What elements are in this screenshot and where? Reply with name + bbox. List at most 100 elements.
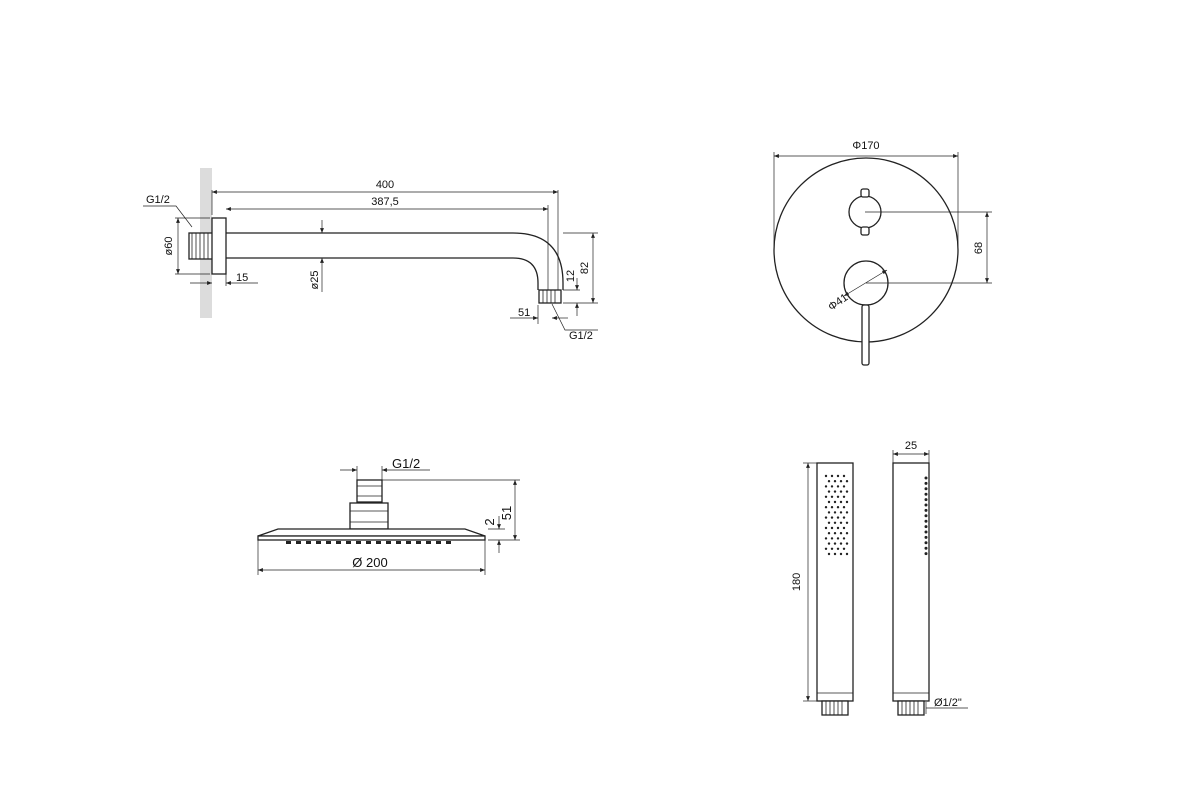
dim-head-height-label: 51 xyxy=(499,506,514,520)
hand-shower-drawing: 180 25 Ø1/2" xyxy=(791,440,968,716)
side-nozzle-dot xyxy=(924,546,928,550)
nozzle-dot xyxy=(827,480,831,483)
nozzle-dot xyxy=(830,485,834,488)
side-nozzle-dot xyxy=(924,492,928,496)
nozzle-dot xyxy=(830,495,834,498)
nozzle-dot xyxy=(836,485,840,488)
nozzle-dot xyxy=(833,490,837,493)
nozzle-dot xyxy=(833,552,837,556)
end-thread xyxy=(538,289,562,304)
hand-shower-side-nozzles xyxy=(924,476,928,556)
rain-head-drawing: G1/2 51 2 Ø 200 xyxy=(257,456,520,575)
dim-51-label: 51 xyxy=(518,307,530,319)
dim-handle-line xyxy=(843,269,888,297)
dim-flange-label: ø60 xyxy=(163,237,175,256)
nozzle-dot xyxy=(830,506,834,509)
nozzle-dot xyxy=(830,474,834,478)
side-nozzle-dot xyxy=(924,525,928,529)
dim-hand-length-label: 180 xyxy=(791,573,803,591)
nozzle-dot xyxy=(827,552,831,556)
nozzle-dot xyxy=(833,521,837,524)
hand-shower-side-thread xyxy=(897,700,925,716)
arm-pipe-top xyxy=(226,232,564,290)
dim-hand-width-label: 25 xyxy=(905,440,917,452)
nozzle-dot xyxy=(842,485,846,488)
nozzle-dot xyxy=(836,506,840,509)
nozzle-dot xyxy=(839,500,843,504)
side-nozzle-dot xyxy=(924,481,928,485)
shower-arm-drawing: 400 387,5 G1/2 ø60 15 ø25 12 82 xyxy=(143,168,598,342)
diverter-tab-top xyxy=(860,188,870,198)
nozzle-dot xyxy=(830,516,834,519)
side-nozzle-dot xyxy=(924,503,928,507)
nozzle-dot xyxy=(839,511,843,514)
side-nozzle-dot xyxy=(924,476,928,480)
nozzle-dot xyxy=(830,547,834,550)
nozzle-dot xyxy=(830,537,834,540)
side-nozzle-dot xyxy=(924,487,928,491)
dim-400-label: 400 xyxy=(376,179,394,191)
side-nozzle-dot xyxy=(924,530,928,534)
nozzle-dot xyxy=(845,532,849,535)
thread-wall-leader xyxy=(143,205,193,228)
hand-shower-front xyxy=(816,462,854,702)
side-nozzle-dot xyxy=(924,498,928,502)
nozzle-dot xyxy=(845,552,849,556)
nozzle-dot xyxy=(836,516,840,519)
nozzle-dot xyxy=(824,526,828,530)
nozzle-dot xyxy=(824,516,828,519)
nozzle-dot xyxy=(842,547,846,550)
nozzle-dot xyxy=(827,500,831,504)
head-body xyxy=(349,502,389,530)
nozzle-dot xyxy=(836,537,840,540)
nozzle-dot xyxy=(833,532,837,535)
head-face xyxy=(257,535,486,541)
nozzle-dot xyxy=(833,511,837,514)
hand-thread-label: Ø1/2" xyxy=(934,697,962,709)
dim-head-thickness-label: 2 xyxy=(482,518,497,525)
nozzle-dot xyxy=(842,474,846,478)
nozzle-dot xyxy=(845,521,849,524)
nozzle-dot xyxy=(824,547,828,550)
nozzle-dot xyxy=(845,511,849,514)
dim-15-label: 15 xyxy=(236,272,248,284)
nozzle-dot xyxy=(845,490,849,493)
nozzle-dot xyxy=(827,532,831,535)
dim-plate-label: Φ170 xyxy=(852,140,879,152)
head-top-plate xyxy=(257,528,486,537)
nozzle-dot xyxy=(845,480,849,483)
dim-82-label: 82 xyxy=(579,262,591,274)
thread-wall-label: G1/2 xyxy=(146,194,170,206)
nozzle-dot xyxy=(827,511,831,514)
head-thread-label: G1/2 xyxy=(392,456,420,471)
nozzle-dot xyxy=(833,500,837,504)
diverter-tab-bottom xyxy=(860,226,870,236)
nozzle-dot xyxy=(845,542,849,545)
arm-pipe-bottom xyxy=(226,257,539,290)
nozzle-dot xyxy=(839,480,843,483)
nozzle-dot xyxy=(842,506,846,509)
head-nut xyxy=(356,479,383,503)
hand-shower-front-thread xyxy=(821,700,849,716)
nozzle-dot xyxy=(845,500,849,504)
mixer-plate-drawing: Φ170 68 Φ41 xyxy=(773,140,992,366)
nozzle-dot xyxy=(839,490,843,493)
nozzle-dot xyxy=(842,537,846,540)
thread-end-label: G1/2 xyxy=(569,330,593,342)
mixer-lever xyxy=(861,304,870,366)
nozzle-dot xyxy=(830,526,834,530)
nozzle-dot xyxy=(836,495,840,498)
nozzle-dot xyxy=(833,542,837,545)
side-nozzle-dot xyxy=(924,552,928,556)
thread-end-leader xyxy=(551,303,598,331)
nozzle-dot xyxy=(824,485,828,488)
dim-387-label: 387,5 xyxy=(371,196,399,208)
hand-shower-side xyxy=(892,462,930,702)
wall-flange xyxy=(211,217,227,275)
nozzle-dot xyxy=(839,552,843,556)
nozzle-dot xyxy=(824,495,828,498)
nozzle-dot xyxy=(839,521,843,524)
side-nozzle-dot xyxy=(924,519,928,523)
dim-pipe-label: ø25 xyxy=(309,271,321,290)
